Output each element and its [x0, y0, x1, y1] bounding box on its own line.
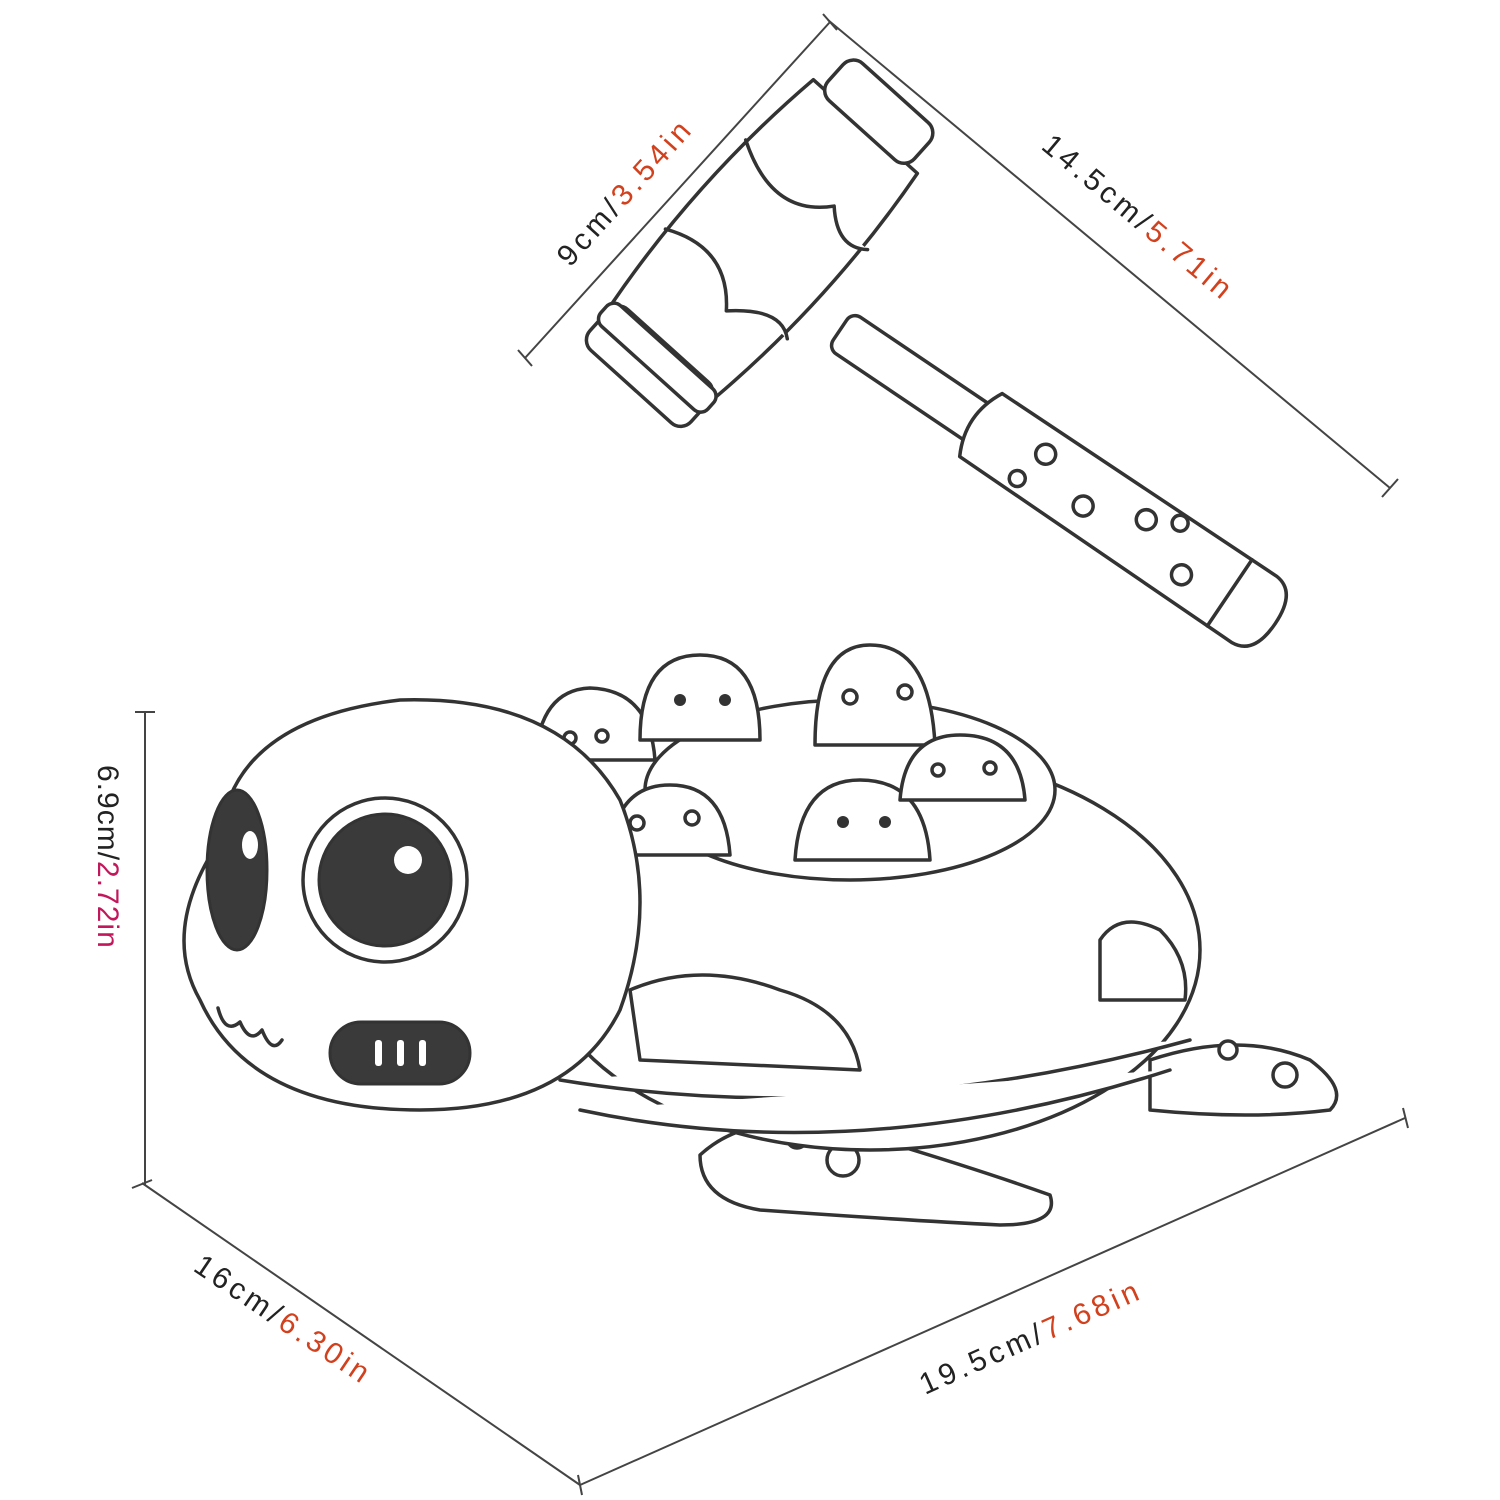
hammer-head-dimension-line	[524, 21, 831, 359]
dimension-lines	[131, 13, 1409, 1496]
mole-figures	[533, 643, 1027, 862]
depth-dimension-line	[141, 1182, 581, 1486]
height-dimension-label: 6.9cm/2.72in	[91, 765, 124, 949]
depth-dimension-label: 16cm/6.30in	[188, 1248, 378, 1391]
hammer-illustration	[584, 58, 1289, 648]
width-dimension-label: 19.5cm/7.68in	[914, 1273, 1147, 1401]
hammer-length-dimension-line	[827, 19, 1391, 489]
mouth-icon	[216, 1006, 284, 1048]
turtle-illustration	[182, 643, 1339, 1227]
width-dimension-line	[579, 1117, 1406, 1486]
